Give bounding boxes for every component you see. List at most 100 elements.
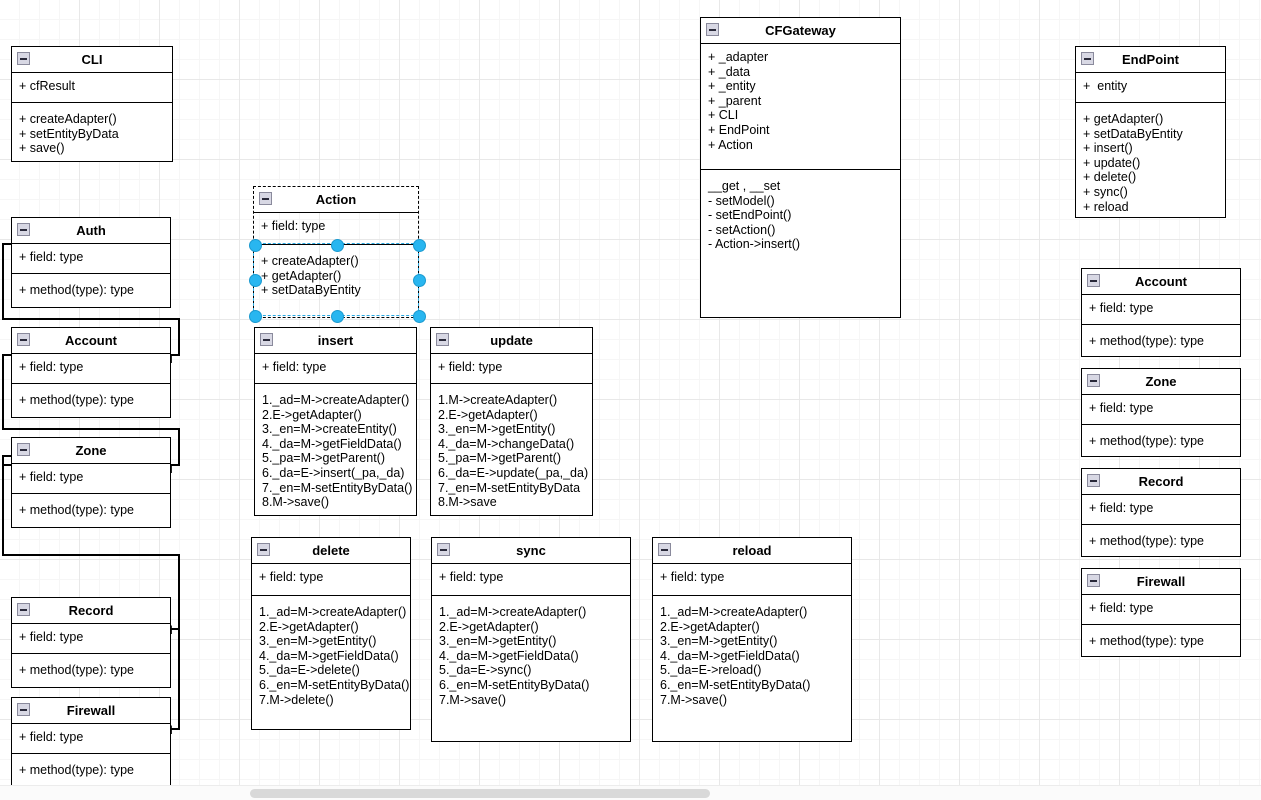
class-header-reload[interactable]: reload bbox=[653, 538, 851, 564]
conn-zone-to-record-v[interactable] bbox=[178, 554, 180, 628]
operations-compartment-record-left[interactable]: + method(type): type bbox=[12, 654, 170, 687]
minus-box-icon[interactable] bbox=[17, 443, 30, 456]
horizontal-scrollbar[interactable] bbox=[0, 785, 1261, 800]
attributes-compartment-zone-right[interactable]: + field: type bbox=[1082, 395, 1240, 425]
attributes-compartment-delete[interactable]: + field: type bbox=[252, 564, 410, 596]
conn-auth-to-account-v[interactable] bbox=[178, 318, 180, 354]
class-header-cfgateway[interactable]: CFGateway bbox=[701, 18, 900, 44]
conn-record-to-fw-v[interactable] bbox=[178, 628, 180, 728]
uml-class-action[interactable]: Action+ field: type+ createAdapter()+ ge… bbox=[253, 186, 419, 318]
uml-class-firewall-left[interactable]: Firewall+ field: type+ method(type): typ… bbox=[11, 697, 171, 788]
class-header-sync[interactable]: sync bbox=[432, 538, 630, 564]
minus-box-icon[interactable] bbox=[1087, 274, 1100, 287]
minus-box-icon[interactable] bbox=[257, 543, 270, 556]
attributes-compartment-record-right[interactable]: + field: type bbox=[1082, 495, 1240, 525]
attributes-compartment-zone-left[interactable]: + field: type bbox=[12, 464, 170, 494]
operations-compartment-endpoint[interactable]: + getAdapter()+ setDataByEntity+ insert(… bbox=[1076, 103, 1225, 217]
minus-box-icon[interactable] bbox=[260, 333, 273, 346]
minus-box-icon[interactable] bbox=[436, 333, 449, 346]
attributes-compartment-cli[interactable]: + cfResult bbox=[12, 73, 172, 103]
operations-compartment-zone-left[interactable]: + method(type): type bbox=[12, 494, 170, 527]
operations-compartment-delete[interactable]: 1._ad=M->createAdapter()2.E->getAdapter(… bbox=[252, 596, 410, 729]
minus-box-icon[interactable] bbox=[706, 23, 719, 36]
class-header-update[interactable]: update bbox=[431, 328, 592, 354]
operations-compartment-insert[interactable]: 1._ad=M->createAdapter()2.E->getAdapter(… bbox=[255, 384, 416, 515]
operations-compartment-account-right[interactable]: + method(type): type bbox=[1082, 325, 1240, 356]
class-header-insert[interactable]: insert bbox=[255, 328, 416, 354]
operations-compartment-firewall-left[interactable]: + method(type): type bbox=[12, 754, 170, 787]
attributes-compartment-reload[interactable]: + field: type bbox=[653, 564, 851, 596]
uml-class-cli[interactable]: CLI+ cfResult+ createAdapter()+ setEntit… bbox=[11, 46, 173, 162]
conn-auth-bottom-h[interactable] bbox=[2, 318, 180, 320]
operations-compartment-sync[interactable]: 1._ad=M->createAdapter()2.E->getAdapter(… bbox=[432, 596, 630, 741]
operations-compartment-firewall-right[interactable]: + method(type): type bbox=[1082, 625, 1240, 656]
minus-box-icon[interactable] bbox=[1087, 574, 1100, 587]
attributes-compartment-endpoint[interactable]: + entity bbox=[1076, 73, 1225, 103]
class-header-account-right[interactable]: Account bbox=[1082, 269, 1240, 295]
minus-box-icon[interactable] bbox=[17, 603, 30, 616]
horizontal-scrollbar-thumb[interactable] bbox=[250, 789, 710, 798]
conn-zone-bottom-h[interactable] bbox=[2, 554, 180, 556]
class-header-zone-right[interactable]: Zone bbox=[1082, 369, 1240, 395]
minus-box-icon[interactable] bbox=[17, 333, 30, 346]
operations-compartment-account-left[interactable]: + method(type): type bbox=[12, 384, 170, 417]
conn-zone-left-v[interactable] bbox=[2, 455, 4, 554]
attributes-compartment-cfgateway[interactable]: + _adapter+ _data+ _entity+ _parent+ CLI… bbox=[701, 44, 900, 170]
minus-box-icon[interactable] bbox=[1087, 374, 1100, 387]
uml-class-firewall-right[interactable]: Firewall+ field: type+ method(type): typ… bbox=[1081, 568, 1241, 657]
minus-box-icon[interactable] bbox=[259, 192, 272, 205]
operations-compartment-record-right[interactable]: + method(type): type bbox=[1082, 525, 1240, 556]
uml-class-zone-left[interactable]: Zone+ field: type+ method(type): type bbox=[11, 437, 171, 528]
minus-box-icon[interactable] bbox=[658, 543, 671, 556]
class-header-cli[interactable]: CLI bbox=[12, 47, 172, 73]
operations-compartment-action[interactable]: + createAdapter()+ getAdapter()+ setData… bbox=[254, 245, 418, 317]
class-header-record-left[interactable]: Record bbox=[12, 598, 170, 624]
operations-compartment-auth-left[interactable]: + method(type): type bbox=[12, 274, 170, 307]
minus-box-icon[interactable] bbox=[17, 52, 30, 65]
uml-class-zone-right[interactable]: Zone+ field: type+ method(type): type bbox=[1081, 368, 1241, 457]
conn-account-to-zone-v[interactable] bbox=[178, 428, 180, 464]
minus-box-icon[interactable] bbox=[17, 223, 30, 236]
attributes-compartment-action[interactable]: + field: type bbox=[254, 213, 418, 245]
attributes-compartment-update[interactable]: + field: type bbox=[431, 354, 592, 384]
uml-class-cfgateway[interactable]: CFGateway+ _adapter+ _data+ _entity+ _pa… bbox=[700, 17, 901, 318]
uml-class-record-right[interactable]: Record+ field: type+ method(type): type bbox=[1081, 468, 1241, 557]
operations-compartment-cfgateway[interactable]: __get , __set- setModel()- setEndPoint()… bbox=[701, 170, 900, 317]
class-header-account-left[interactable]: Account bbox=[12, 328, 170, 354]
uml-class-auth-left[interactable]: Auth+ field: type+ method(type): type bbox=[11, 217, 171, 308]
uml-class-record-left[interactable]: Record+ field: type+ method(type): type bbox=[11, 597, 171, 688]
minus-box-icon[interactable] bbox=[1081, 52, 1094, 65]
minus-box-icon[interactable] bbox=[1087, 474, 1100, 487]
class-header-action[interactable]: Action bbox=[254, 187, 418, 213]
class-header-auth-left[interactable]: Auth bbox=[12, 218, 170, 244]
class-header-endpoint[interactable]: EndPoint bbox=[1076, 47, 1225, 73]
attributes-compartment-insert[interactable]: + field: type bbox=[255, 354, 416, 384]
attributes-compartment-sync[interactable]: + field: type bbox=[432, 564, 630, 596]
class-header-firewall-left[interactable]: Firewall bbox=[12, 698, 170, 724]
uml-class-endpoint[interactable]: EndPoint+ entity+ getAdapter()+ setDataB… bbox=[1075, 46, 1226, 218]
attributes-compartment-record-left[interactable]: + field: type bbox=[12, 624, 170, 654]
operations-compartment-update[interactable]: 1.M->createAdapter()2.E->getAdapter()3._… bbox=[431, 384, 592, 515]
minus-box-icon[interactable] bbox=[17, 703, 30, 716]
class-header-zone-left[interactable]: Zone bbox=[12, 438, 170, 464]
class-header-record-right[interactable]: Record bbox=[1082, 469, 1240, 495]
minus-box-icon[interactable] bbox=[437, 543, 450, 556]
class-header-delete[interactable]: delete bbox=[252, 538, 410, 564]
attributes-compartment-account-left[interactable]: + field: type bbox=[12, 354, 170, 384]
conn-account-left-v[interactable] bbox=[2, 354, 4, 428]
attributes-compartment-firewall-left[interactable]: + field: type bbox=[12, 724, 170, 754]
conn-auth-left-v[interactable] bbox=[2, 243, 4, 318]
conn-account-bottom-h[interactable] bbox=[2, 428, 180, 430]
operations-compartment-zone-right[interactable]: + method(type): type bbox=[1082, 425, 1240, 456]
attributes-compartment-auth-left[interactable]: + field: type bbox=[12, 244, 170, 274]
uml-class-account-right[interactable]: Account+ field: type+ method(type): type bbox=[1081, 268, 1241, 357]
attributes-compartment-firewall-right[interactable]: + field: type bbox=[1082, 595, 1240, 625]
class-header-firewall-right[interactable]: Firewall bbox=[1082, 569, 1240, 595]
uml-class-account-left[interactable]: Account+ field: type+ method(type): type bbox=[11, 327, 171, 418]
